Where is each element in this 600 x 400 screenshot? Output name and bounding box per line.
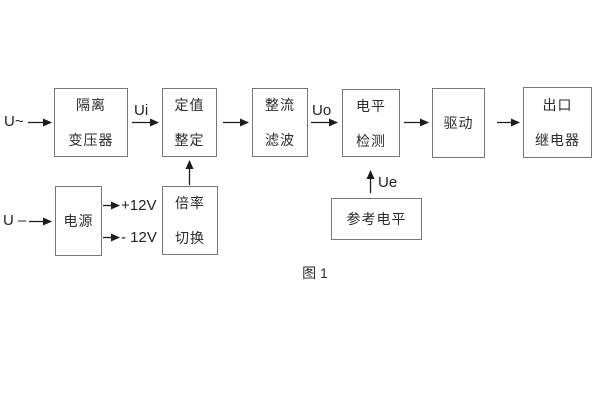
- signal-label-ui: Ui: [134, 102, 149, 119]
- block-isolation-transformer: 隔离 变压器: [54, 88, 128, 157]
- block-label-line: 出口: [542, 97, 573, 113]
- signal-label-u-ac: U~: [4, 113, 24, 130]
- block-label-line: 继电器: [535, 132, 580, 148]
- block-label-line: 整定: [174, 132, 205, 148]
- block-label-line: 变压器: [68, 132, 114, 148]
- block-label-line: 隔离: [76, 97, 106, 113]
- block-ratio-switch: 倍率 切换: [162, 186, 218, 255]
- block-rectifier-filter: 整流 滤波: [252, 88, 308, 157]
- block-label-line: 电平: [356, 97, 386, 114]
- block-level-detect: 电平 检测: [342, 89, 400, 157]
- block-label-line: 滤波: [265, 132, 295, 148]
- block-label-line: 切换: [175, 230, 205, 246]
- signal-label-plus12v: +12V: [121, 197, 157, 214]
- block-label-line: 定值: [174, 97, 205, 113]
- block-label-line: 整流: [265, 97, 295, 113]
- block-output-relay: 出口 继电器: [523, 87, 592, 158]
- block-label-line: 倍率: [175, 195, 205, 211]
- block-label-line: 驱动: [443, 115, 474, 131]
- signal-label-uo: Uo: [312, 102, 332, 119]
- block-label-line: 电源: [63, 213, 94, 229]
- block-label-line: 参考电平: [346, 211, 407, 227]
- figure-caption: 图 1: [302, 265, 328, 281]
- block-setpoint-adjust: 定值 整定: [162, 88, 217, 157]
- block-power-supply: 电源: [55, 186, 102, 256]
- signal-label-minus12v: - 12V: [121, 229, 157, 246]
- signal-label-u-dc: U –: [3, 212, 27, 229]
- block-driver: 驱动: [432, 88, 485, 158]
- signal-label-ue: Ue: [378, 174, 398, 191]
- block-reference-level: 参考电平: [331, 198, 422, 240]
- block-label-line: 检测: [356, 132, 386, 149]
